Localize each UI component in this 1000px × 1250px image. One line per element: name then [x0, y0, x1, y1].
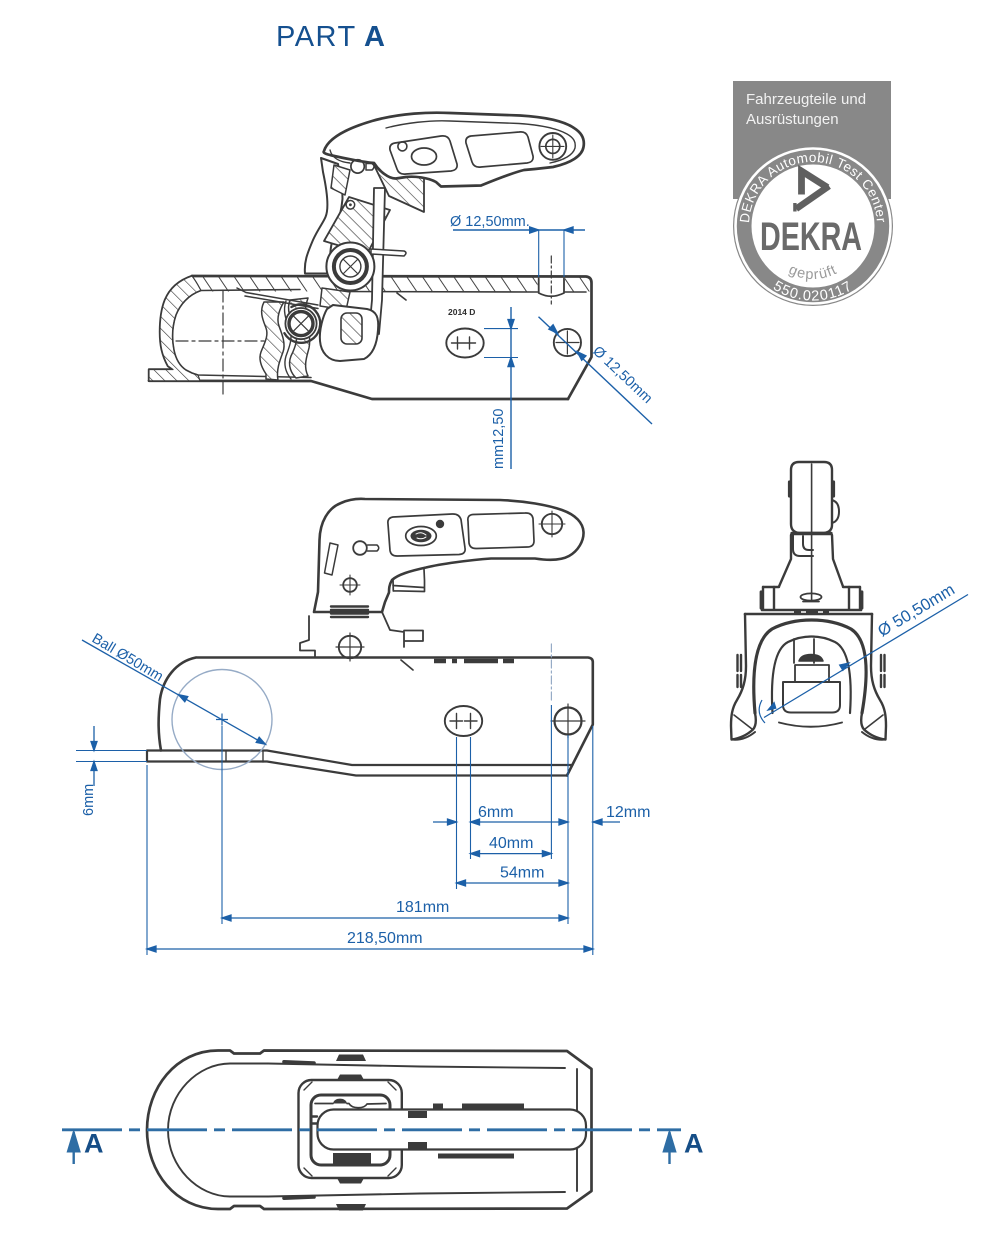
svg-text:geprüft: geprüft [786, 262, 840, 283]
svg-text:6mm: 6mm [81, 784, 97, 816]
svg-text:218,50mm: 218,50mm [347, 930, 423, 947]
svg-text:Ø 50,50mm: Ø 50,50mm [875, 581, 958, 641]
svg-text:6mm: 6mm [478, 804, 514, 821]
svg-text:Ball Ø50mm: Ball Ø50mm [89, 631, 166, 685]
svg-text:Ø 12,50mm: Ø 12,50mm [589, 343, 655, 407]
svg-text:181mm: 181mm [396, 899, 449, 916]
svg-text:A: A [84, 1129, 104, 1159]
svg-text:mm12,50: mm12,50 [491, 409, 507, 469]
svg-text:Ø 12,50mm.: Ø 12,50mm. [450, 214, 530, 230]
svg-text:Fahrzeugteile und: Fahrzeugteile und [746, 91, 866, 108]
svg-text:DEKRA: DEKRA [760, 215, 862, 259]
svg-text:A: A [364, 21, 385, 53]
svg-text:A: A [684, 1129, 704, 1159]
svg-text:12mm: 12mm [606, 804, 650, 821]
svg-text:PART: PART [276, 21, 357, 53]
svg-text:Ausrüstungen: Ausrüstungen [746, 111, 839, 128]
svg-text:54mm: 54mm [500, 865, 544, 882]
svg-text:40mm: 40mm [489, 835, 533, 852]
svg-text:2014 D: 2014 D [448, 307, 475, 317]
